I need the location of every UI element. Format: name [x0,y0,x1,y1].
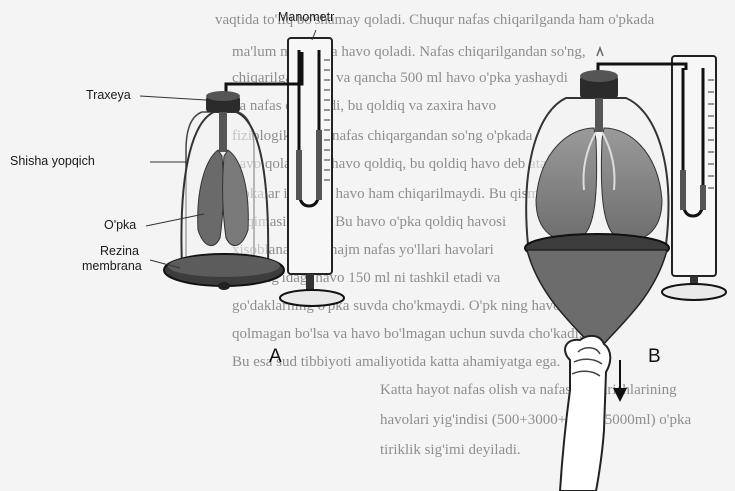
label-membrana: membrana [82,259,142,273]
label-shisha-yopqich: Shisha yopqich [10,154,95,168]
label-rezina: Rezina [100,244,139,258]
rubber-membrane-a [164,254,284,290]
label-traxeya: Traxeya [86,88,131,102]
down-arrow-icon [613,360,627,402]
apparatus-b [525,48,726,491]
apparatus-a [164,38,344,306]
bell-jar-b [526,48,668,245]
label-opka: O'pka [104,218,136,232]
bell-jar-a [180,91,268,274]
hand-pulling-membrane [560,336,610,491]
panel-label-b: B [648,346,661,368]
label-manometr: Manometr [278,10,334,24]
panel-label-a: A [269,346,282,368]
